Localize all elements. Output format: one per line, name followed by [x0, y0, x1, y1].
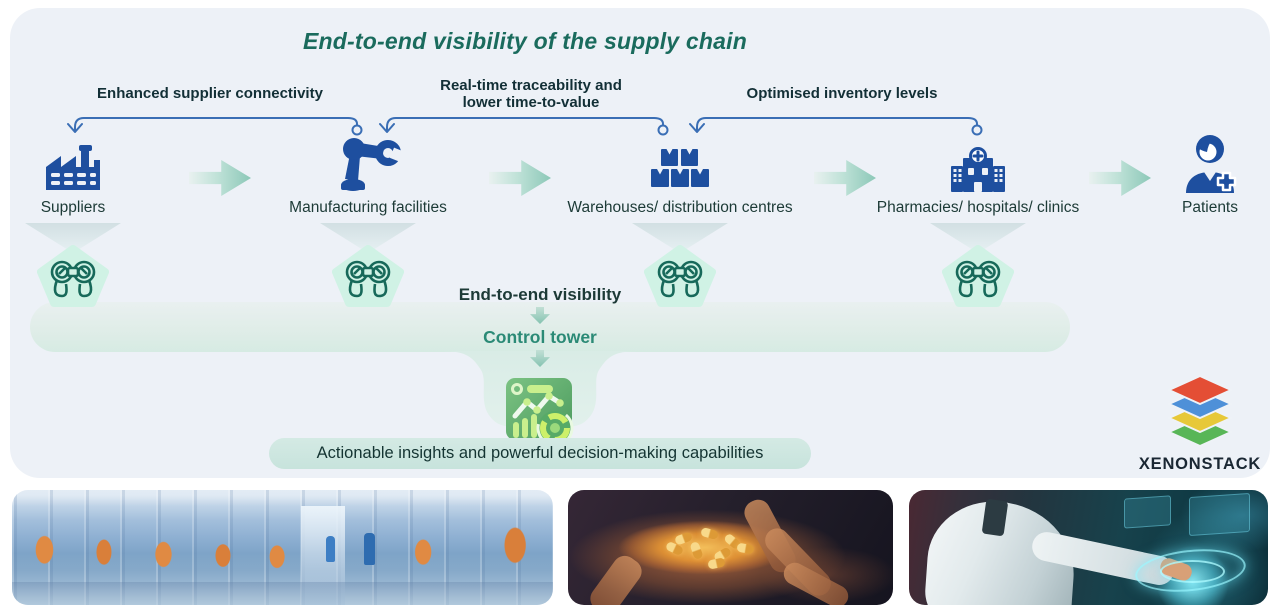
- diagram-title: End-to-end visibility of the supply chai…: [303, 28, 747, 54]
- arrowhead-down-icon: [67, 123, 83, 133]
- binoculars-icon: [332, 245, 404, 312]
- photo-shape: [1189, 492, 1251, 536]
- bracket-connectors: [67, 117, 983, 136]
- photo-shape: [1124, 495, 1172, 529]
- binoculars-icon: [644, 245, 716, 312]
- binoculars-icon: [37, 245, 109, 312]
- photo-shape: [12, 582, 553, 605]
- visibility-band: [30, 302, 1070, 429]
- connector-dot-icon: [657, 124, 669, 136]
- entity-label-patients: Patients: [1181, 199, 1238, 216]
- patient-icon: [1182, 133, 1238, 198]
- photo-shape: [736, 542, 755, 555]
- panel: [10, 8, 1270, 478]
- xenonstack-logo: XENONSTACK: [1136, 372, 1264, 474]
- insights-pill: Actionable insights and powerful decisio…: [269, 438, 811, 469]
- hospital-icon: [948, 146, 1008, 197]
- analytics-dashboard-icon: [502, 370, 578, 453]
- warehouse-boxes-icon: [648, 148, 712, 197]
- control-tower-label: Control tower: [483, 327, 597, 347]
- photo-shape: [325, 536, 335, 562]
- connector-dot-icon: [971, 124, 983, 136]
- connector-label-traceability: Real-time traceability and lower time-to…: [440, 77, 622, 112]
- photo-shape: [585, 551, 646, 605]
- end-to-end-visibility-caption: End-to-end visibility: [458, 285, 622, 304]
- bracket-1: [74, 117, 358, 132]
- factory-icon: [41, 142, 105, 197]
- photo-shape: [1160, 560, 1225, 584]
- connector-label-supplier-connectivity: Enhanced supplier connectivity: [97, 85, 323, 102]
- entity-label-pharmacies: Pharmacies/ hospitals/ clinics: [876, 199, 1080, 216]
- photo-shape: [707, 557, 726, 570]
- arrowhead-down-icon: [689, 123, 705, 133]
- entity-label-manufacturing: Manufacturing facilities: [289, 199, 447, 216]
- photo-manufacturing-line: [12, 490, 553, 605]
- robot-arm-icon: [332, 130, 407, 197]
- photo-shape: [689, 541, 704, 561]
- stacked-layers-icon: [1168, 375, 1232, 447]
- photo-futuristic-lab: [909, 490, 1268, 605]
- connector-dot-icon: [351, 124, 363, 136]
- brand-name: XENONSTACK: [1138, 455, 1262, 473]
- entity-label-suppliers: Suppliers: [40, 199, 106, 216]
- arrowhead-down-icon: [379, 123, 395, 133]
- photo-capsules-in-hands: [568, 490, 893, 605]
- photo-shape: [363, 532, 375, 565]
- bracket-2: [386, 117, 664, 132]
- photo-shape: [700, 527, 720, 541]
- entity-label-warehouses: Warehouses/ distribution centres: [567, 199, 793, 216]
- connector-label-inventory: Optimised inventory levels: [746, 85, 938, 102]
- bracket-3: [696, 117, 978, 132]
- binoculars-icon: [942, 245, 1014, 312]
